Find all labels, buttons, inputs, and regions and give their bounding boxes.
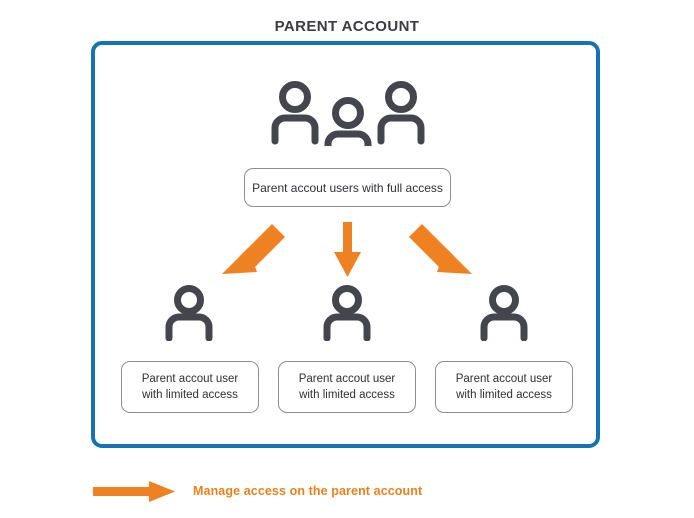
person-icon [160,285,218,342]
limited-access-label-box: Parent accout user with limited access [278,361,416,413]
limited-access-label-box: Parent accout user with limited access [121,361,259,413]
full-access-label-box: Parent accout users with full access [244,168,451,207]
right-arrow-icon [93,481,175,502]
legend-label: Manage access on the parent account [193,484,423,498]
limited-access-label-box: Parent accout user with limited access [435,361,573,413]
person-icon [318,285,376,342]
person-icon [475,285,533,342]
group-of-people-icon [268,80,428,164]
legend: Manage access on the parent account [91,478,422,504]
page-title: PARENT ACCOUNT [274,18,420,35]
